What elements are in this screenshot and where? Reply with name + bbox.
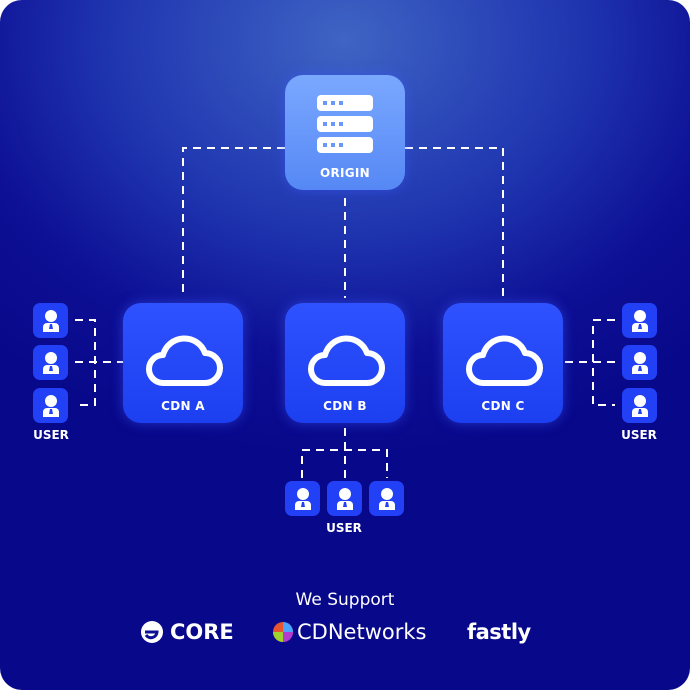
core-logo: CORE <box>140 620 234 644</box>
cdn-label: CDN B <box>323 399 367 413</box>
fastly-logo: fastly <box>467 620 531 644</box>
user-node <box>285 481 320 516</box>
user-node <box>33 345 68 380</box>
core-logo-icon <box>141 621 163 643</box>
user-label-left: USER <box>33 428 69 442</box>
server-rack-icon <box>317 95 373 153</box>
user-icon <box>42 309 59 332</box>
cdn-label: CDN C <box>481 399 525 413</box>
user-icon <box>42 394 59 417</box>
user-node <box>327 481 362 516</box>
user-node <box>622 303 657 338</box>
we-support-title: We Support <box>295 590 395 610</box>
user-icon <box>294 487 311 510</box>
user-icon <box>631 309 648 332</box>
user-node <box>622 345 657 380</box>
origin-label: ORIGIN <box>319 166 371 180</box>
user-node <box>33 388 68 423</box>
cdn-label: CDN A <box>161 399 205 413</box>
user-label-right: USER <box>621 428 657 442</box>
user-icon <box>42 351 59 374</box>
user-node <box>369 481 404 516</box>
user-node <box>33 303 68 338</box>
cdn-c-node: CDN C <box>443 303 563 423</box>
user-icon <box>631 394 648 417</box>
cdn-a-node: CDN A <box>123 303 243 423</box>
user-label-bottom: USER <box>326 521 362 535</box>
cdn-b-node: CDN B <box>285 303 405 423</box>
cloud-icon <box>466 335 543 386</box>
cloud-icon <box>308 335 385 386</box>
user-node <box>622 388 657 423</box>
cdnetworks-logo: CDNetworks <box>272 620 426 644</box>
user-icon <box>336 487 353 510</box>
origin-node: ORIGIN <box>285 75 405 190</box>
cloud-icon <box>146 335 223 386</box>
user-icon <box>631 351 648 374</box>
cdnetworks-logo-icon <box>273 622 293 642</box>
user-icon <box>378 487 395 510</box>
